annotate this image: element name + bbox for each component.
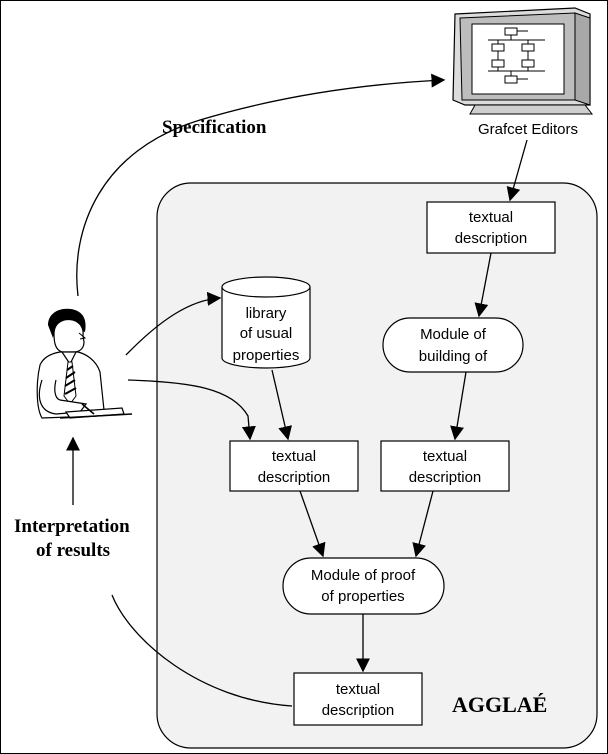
interpretation-label-line1: Interpretation [14, 516, 130, 537]
user-at-desk-icon [36, 308, 133, 419]
monitor-icon [452, 7, 594, 115]
svg-text:description: description [409, 469, 482, 486]
arrow-textual-to-building [474, 252, 492, 318]
node-module-proof: Module of proof of properties [282, 557, 445, 615]
specification-label: Specification [162, 117, 267, 138]
arrow-left-to-proof [299, 490, 326, 558]
svg-text:description: description [455, 230, 528, 247]
svg-text:properties: properties [233, 347, 300, 364]
node-module-building: Module of building of [382, 317, 524, 373]
svg-text:of usual: of usual [240, 325, 293, 342]
svg-text:textual: textual [469, 209, 513, 226]
arrow-building-to-textual [450, 371, 467, 441]
svg-text:library: library [246, 305, 287, 322]
svg-text:description: description [258, 469, 331, 486]
arrow-specification [76, 73, 446, 297]
svg-text:textual: textual [272, 448, 316, 465]
svg-text:building of: building of [419, 348, 488, 365]
node-library: library of usual properties [221, 276, 311, 369]
arrow-right-to-proof [412, 490, 434, 558]
node-textual-bottom: textual description [293, 672, 423, 726]
editor-label: Grafcet Editors [478, 121, 578, 138]
arrow-library-to-textual [271, 369, 292, 441]
system-name-label: AGGLAÉ [452, 692, 547, 717]
interpretation-label-line2: of results [36, 540, 110, 561]
agglae-container [156, 182, 598, 749]
arrow-user-to-textual-left [127, 379, 256, 441]
svg-text:of properties: of properties [321, 588, 404, 605]
node-textual-left: textual description [229, 440, 359, 492]
arrow-results-curve [111, 594, 293, 707]
svg-text:Module of: Module of [420, 326, 487, 343]
arrow-user-to-library [125, 291, 222, 356]
svg-text:textual: textual [336, 681, 380, 698]
arrow-editor-to-textual [506, 139, 528, 202]
svg-text:textual: textual [423, 448, 467, 465]
node-textual-right: textual description [380, 440, 510, 492]
svg-text:description: description [322, 702, 395, 719]
node-textual-top: textual description [426, 201, 556, 254]
svg-text:Module of proof: Module of proof [311, 567, 416, 584]
